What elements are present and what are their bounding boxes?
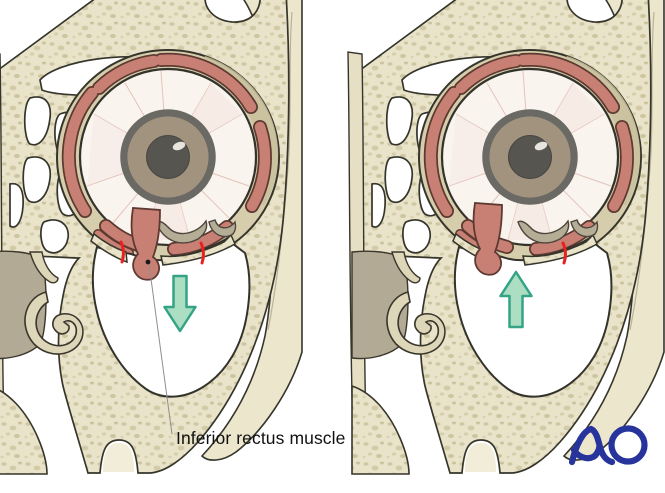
panel-right-upward-reduction bbox=[348, 0, 664, 474]
label-leader-line bbox=[148, 263, 173, 435]
orbit-cross-section bbox=[348, 0, 664, 474]
ao-logo-mark bbox=[568, 425, 648, 466]
ao-logo: AO bbox=[568, 420, 653, 474]
panel-left-downward-displacement bbox=[0, 0, 302, 474]
leader-dot bbox=[145, 259, 151, 265]
anatomy-label: Inferior rectus muscle bbox=[176, 428, 346, 448]
inferior-rectus-herniation bbox=[130, 207, 161, 281]
inferior-rectus-herniation bbox=[472, 202, 503, 276]
